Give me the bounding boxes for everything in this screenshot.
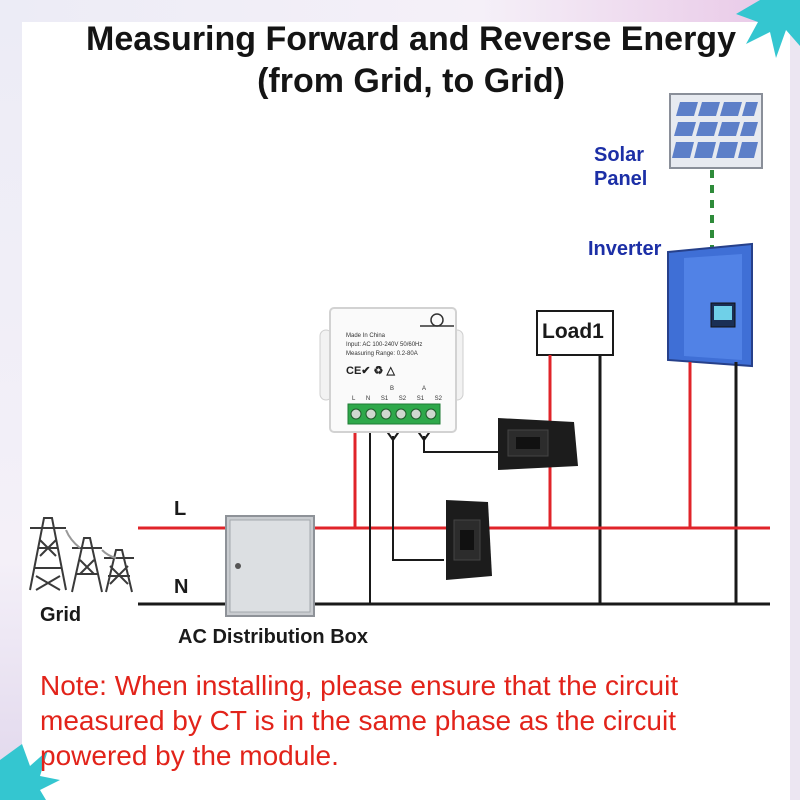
corner-leaf-icon: [0, 744, 60, 800]
module-channel-a: A: [422, 386, 427, 392]
inverter-unit: [667, 242, 753, 604]
corner-leaf-icon: [736, 0, 800, 58]
power-tower-icon: [29, 517, 134, 593]
terminal-label: S2: [434, 396, 442, 402]
ct-b-lead: [392, 436, 444, 561]
live-line-label: L: [174, 498, 187, 520]
solar-panel-icon: [669, 93, 763, 169]
distribution-box-label: AC Distribution Box: [178, 626, 368, 648]
solar-panel-label-2: Panel: [594, 168, 648, 190]
energy-meter-module: [319, 307, 464, 433]
title-line-2: (from Grid, to Grid): [257, 62, 565, 100]
grid-label: Grid: [40, 604, 82, 626]
solar-panel-label-1: Solar: [594, 144, 645, 166]
distribution-box: [225, 515, 315, 617]
module-label-text: Made In China Input: AC 100-240V 50/60Hz…: [346, 332, 446, 359]
terminal-label: S1: [380, 396, 389, 402]
ct-clamp-icon: [498, 418, 578, 470]
module-channel-b: B: [390, 386, 395, 392]
terminal-label: S2: [398, 396, 407, 402]
ct-a-lead: [423, 436, 498, 453]
neutral-line-label: N: [174, 576, 189, 598]
terminal-label: N: [365, 396, 371, 402]
terminal-label: L: [352, 396, 356, 402]
inverter-label: Inverter: [588, 238, 662, 260]
module-terminal-labels: L N S1 S2 S1 S2: [352, 396, 442, 402]
module-made-in: Made In China: [346, 333, 386, 339]
top-frame-border: [0, 0, 800, 22]
installation-note: Note: When installing, please ensure tha…: [40, 670, 679, 771]
left-frame-border: [0, 0, 22, 800]
module-measuring-range: Measuring Range: 0.2-80A: [346, 351, 418, 357]
right-frame-border: [790, 0, 800, 800]
terminal-label: S1: [416, 396, 425, 402]
load-box: [536, 310, 614, 356]
ct-clamp-icon: [446, 500, 492, 580]
module-input-rating: Input: AC 100-240V 50/60Hz: [346, 342, 423, 348]
title-line-1: Measuring Forward and Reverse Energy: [86, 20, 736, 58]
module-cert-marks: CE✔ ♻ △: [346, 365, 395, 377]
load-label: Load1: [542, 320, 604, 343]
